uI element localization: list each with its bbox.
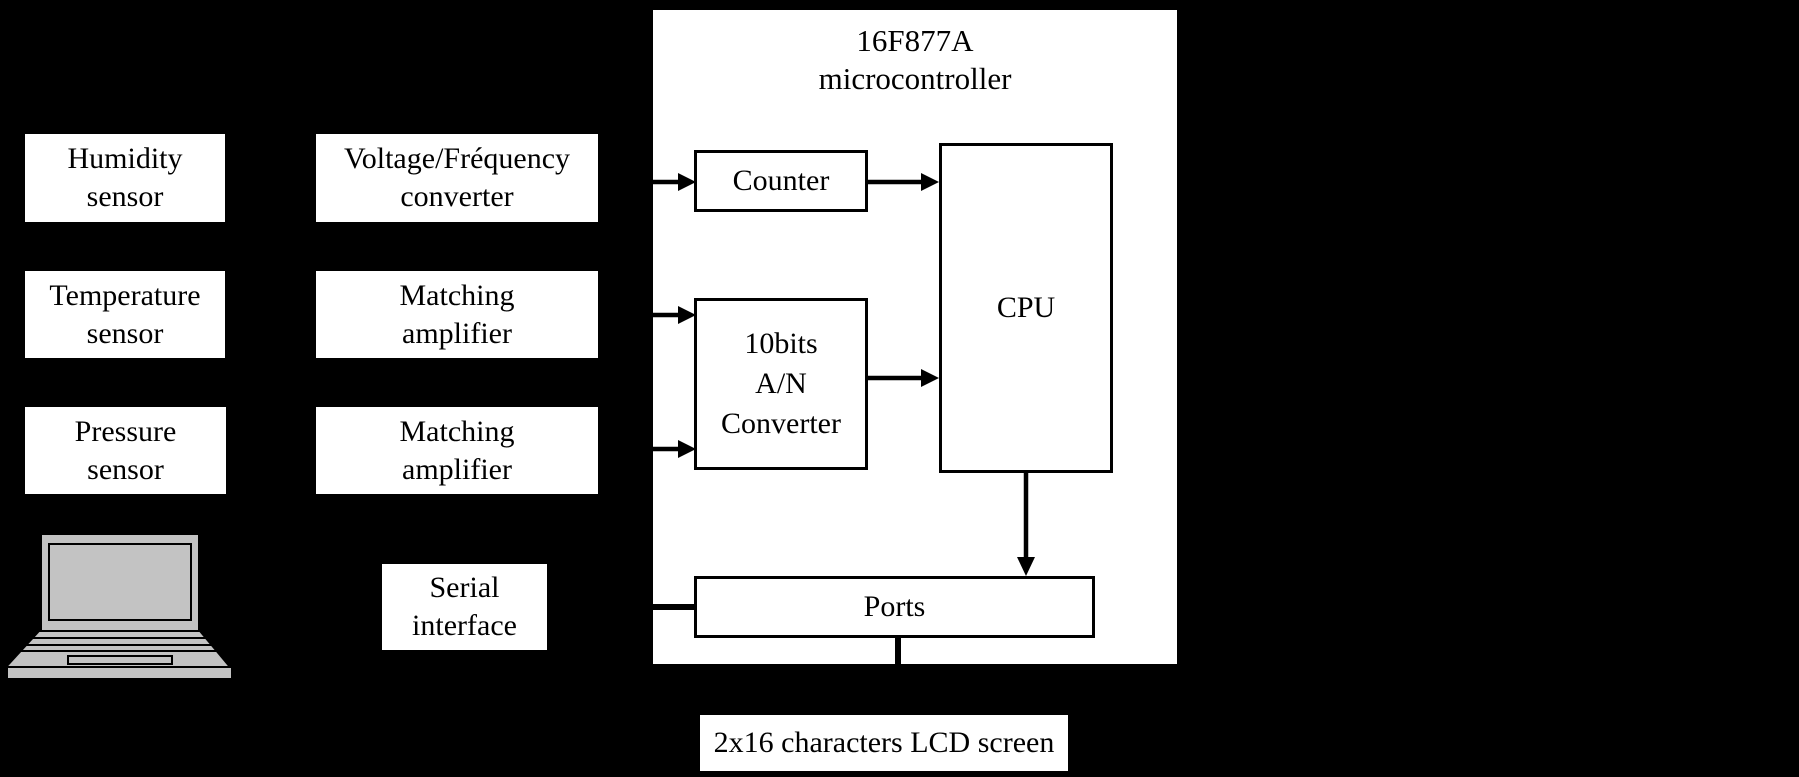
matching-amplifier-2-box: Matching amplifier — [314, 405, 600, 496]
matching-amplifier-1-label-line2: amplifier — [402, 316, 512, 350]
pressure-sensor-label-line2: sensor — [87, 452, 164, 486]
voltage-frequency-converter-box: Voltage/Fréquency converter — [314, 132, 600, 224]
lcd-screen-label: 2x16 characters LCD screen — [713, 726, 1055, 759]
serial-interface-label-line1: Serial — [429, 571, 500, 604]
cpu-box: CPU — [939, 143, 1113, 473]
ports-label: Ports — [863, 590, 926, 623]
humidity-sensor-label-line2: sensor — [86, 180, 164, 213]
pressure-sensor-label-line1: Pressure — [74, 414, 177, 448]
microcontroller-title-line1: 16F877A — [856, 23, 974, 58]
ports-box: Ports — [694, 576, 1095, 638]
adc-label-line1: 10bits — [744, 327, 818, 360]
humidity-sensor-box: Humidity sensor — [23, 132, 227, 224]
serial-interface-label-line2: interface — [412, 609, 517, 642]
adc-box: 10bits A/N Converter — [694, 298, 868, 470]
matching-amplifier-2-label-line2: amplifier — [402, 452, 512, 486]
matching-amplifier-1-box: Matching amplifier — [314, 269, 600, 360]
voltage-frequency-converter-label-line1: Voltage/Fréquency — [343, 142, 571, 175]
microcontroller-title: 16F877A microcontroller — [653, 22, 1177, 98]
cpu-label: CPU — [996, 291, 1056, 324]
temperature-sensor-label-line1: Temperature — [49, 278, 201, 312]
pressure-sensor-box: Pressure sensor — [23, 405, 228, 496]
serial-interface-box: Serial interface — [380, 562, 549, 652]
adc-label-line3: Converter — [721, 407, 841, 440]
counter-box: Counter — [694, 150, 868, 212]
matching-amplifier-2-label-line1: Matching — [399, 414, 515, 448]
counter-label: Counter — [732, 164, 830, 197]
microcontroller-title-line2: microcontroller — [818, 61, 1012, 96]
temperature-sensor-box: Temperature sensor — [23, 269, 227, 360]
temperature-sensor-label-line2: sensor — [86, 316, 164, 350]
matching-amplifier-1-label-line1: Matching — [399, 278, 515, 312]
lcd-screen-box: 2x16 characters LCD screen — [698, 713, 1070, 773]
voltage-frequency-converter-label-line2: converter — [400, 180, 514, 213]
laptop-icon — [5, 533, 233, 680]
adc-label-line2: A/N — [755, 367, 807, 400]
humidity-sensor-label-line1: Humidity — [67, 142, 183, 175]
